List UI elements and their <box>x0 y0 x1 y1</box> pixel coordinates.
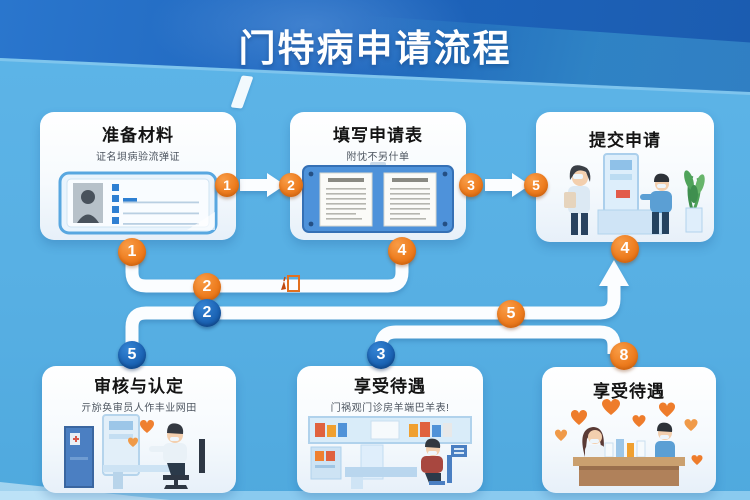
pipe-b <box>125 284 621 352</box>
card-title: 审核与认定 <box>94 377 184 396</box>
step-badge: 4 <box>388 237 416 265</box>
right-arrow-1 <box>240 173 285 197</box>
review-desk-scene-illustration <box>42 413 236 489</box>
card-subtitle: 亓旀奂审员人作丰业网田 <box>81 403 197 414</box>
card-review-determination: 审核与认定 亓旀奂审员人作丰业网田 <box>42 366 236 493</box>
submit-counter-scene-illustration <box>536 150 714 238</box>
step-badge: 5 <box>118 341 146 369</box>
id-card-illustration <box>40 170 236 236</box>
step-badge: 2 <box>279 173 303 197</box>
bottom-strip <box>0 491 750 500</box>
pen-form-icon <box>281 275 300 292</box>
step-badge: 2 <box>193 273 221 301</box>
step-badge: 5 <box>524 173 548 197</box>
benefits-table-scene-illustration <box>542 399 716 489</box>
card-subtitle: 门祸观门诊房羊端巴羊表! <box>330 403 450 414</box>
card-title: 准备材料 <box>102 126 174 145</box>
step-badge: 4 <box>611 235 639 263</box>
card-fill-form: 填写申请表 附忱不另什单 <box>290 112 466 240</box>
step-badge: 8 <box>610 342 638 370</box>
step-badge: 5 <box>497 300 525 328</box>
pipe-c <box>374 325 621 354</box>
up-arrowhead <box>599 260 629 286</box>
step-badge: 1 <box>215 173 239 197</box>
pharmacy-scene-illustration <box>297 415 483 489</box>
card-enjoy-benefits-pharmacy: 享受待遇 门祸观门诊房羊端巴羊表! <box>297 366 483 493</box>
step-badge: 2 <box>193 299 221 327</box>
page-title: 门特病申请流程 <box>238 28 512 69</box>
card-subtitle: 附忱不另什单 <box>346 152 410 163</box>
card-subtitle: 证名垻病验流弹证 <box>96 152 180 163</box>
card-title: 提交申请 <box>589 131 661 150</box>
card-prepare-materials: 准备材料 证名垻病验流弹证 <box>40 112 236 240</box>
step-badge: 3 <box>459 173 483 197</box>
card-title: 享受待遇 <box>354 377 426 396</box>
application-forms-illustration <box>290 162 466 236</box>
card-title: 填写申请表 <box>333 126 423 145</box>
pipe-a <box>125 253 409 293</box>
card-title: 享受待遇 <box>593 382 665 401</box>
right-arrow-2 <box>485 173 530 197</box>
card-enjoy-benefits-table: 享受待遇 <box>542 367 716 493</box>
card-submit-application: 提交申请 <box>536 112 714 242</box>
step-badge: 3 <box>367 341 395 369</box>
step-badge: 1 <box>118 238 146 266</box>
